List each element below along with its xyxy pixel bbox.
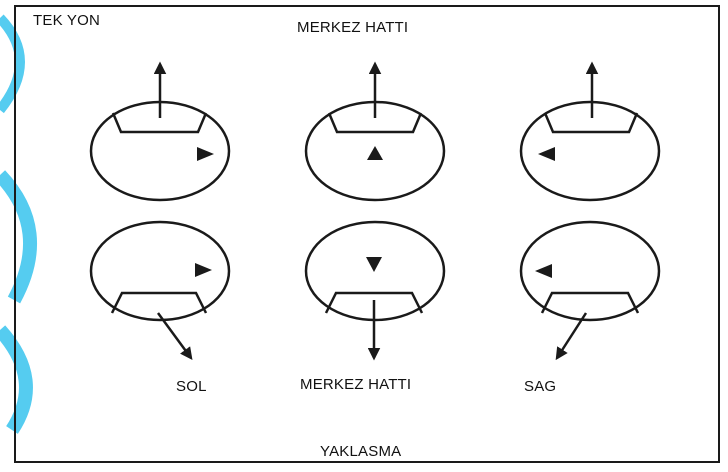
label-single-direction: TEK YON bbox=[33, 12, 100, 29]
needle-up-top-center bbox=[367, 146, 383, 160]
label-right: SAG bbox=[524, 378, 557, 395]
label-approach: YAKLASMA bbox=[320, 443, 402, 460]
aircraft-symbol-bottom-center bbox=[324, 291, 424, 314]
aircraft-symbol-bottom-right bbox=[540, 291, 640, 314]
label-left: SOL bbox=[176, 378, 207, 395]
needle-right-top-left bbox=[197, 147, 214, 161]
needle-left-bottom-right bbox=[535, 264, 552, 278]
diagram-frame bbox=[14, 5, 720, 463]
aircraft-symbol-top-left bbox=[111, 112, 208, 134]
heading-arrow-bottom-left bbox=[156, 312, 193, 361]
aircraft-symbol-bottom-left bbox=[110, 291, 208, 314]
indicator-dial-bottom-left bbox=[89, 220, 231, 322]
indicator-dial-bottom-right bbox=[519, 220, 661, 322]
decor-arc-top bbox=[0, 14, 25, 114]
label-centerline-bottom: MERKEZ HATTI bbox=[300, 376, 412, 393]
indicator-dial-top-right bbox=[519, 100, 661, 202]
needle-left-top-right bbox=[538, 147, 555, 161]
heading-arrow-bottom-right bbox=[555, 312, 588, 361]
needle-down-bottom-center bbox=[366, 257, 382, 272]
aircraft-symbol-top-right bbox=[543, 112, 639, 134]
needle-right-bottom-left bbox=[195, 263, 212, 277]
decor-arc-middle bbox=[0, 170, 37, 304]
aircraft-symbol-top-center bbox=[327, 112, 423, 134]
decor-arc-bottom bbox=[0, 325, 33, 434]
label-centerline-top: MERKEZ HATTI bbox=[297, 19, 409, 36]
